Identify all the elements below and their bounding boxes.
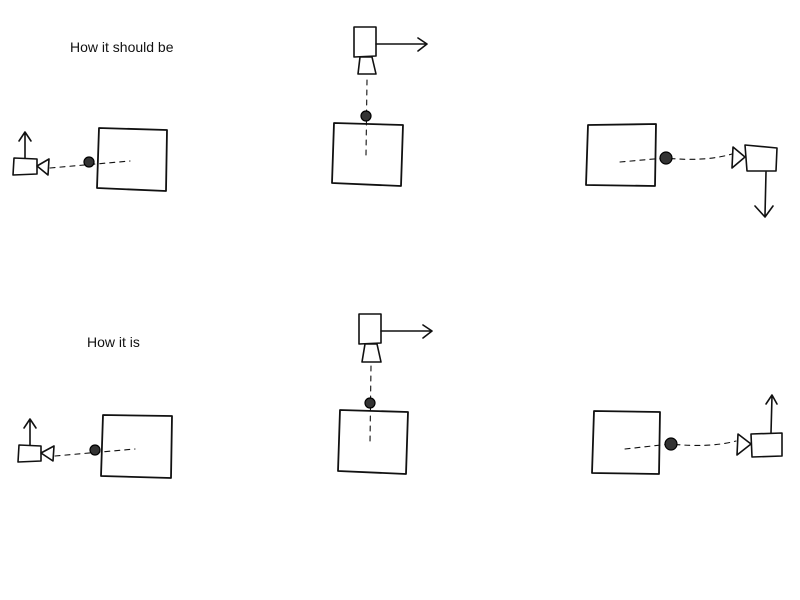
is-left-panel — [17, 414, 173, 479]
should-right-panel — [585, 123, 778, 218]
object-box — [591, 410, 661, 475]
camera-lens — [357, 56, 377, 75]
up-vector-arrow — [23, 418, 37, 446]
camera-body — [750, 432, 783, 458]
camera-body — [358, 313, 382, 345]
camera-lens — [736, 433, 752, 456]
up-vector-arrow — [754, 171, 774, 218]
camera-lens — [40, 445, 55, 462]
view-line — [369, 365, 372, 444]
view-line — [619, 153, 733, 163]
up-vector-arrow — [375, 37, 428, 52]
target-point — [659, 151, 673, 165]
camera-lens — [731, 146, 746, 169]
should-top-panel — [331, 26, 428, 187]
should-left-panel — [12, 127, 168, 192]
camera-body — [12, 157, 38, 176]
target-point — [664, 437, 678, 451]
up-vector-arrow — [380, 324, 433, 339]
camera-body — [744, 144, 778, 172]
camera-body — [353, 26, 377, 58]
up-vector-arrow — [765, 394, 778, 434]
view-line — [365, 79, 368, 156]
is-top-panel — [337, 313, 433, 475]
target-point — [83, 156, 95, 168]
object-box — [100, 414, 173, 479]
object-box — [585, 123, 657, 187]
up-vector-arrow — [18, 131, 32, 159]
target-point — [360, 110, 372, 122]
label-how-it-should-be: How it should be — [70, 39, 174, 55]
object-box — [337, 409, 409, 475]
object-box — [331, 122, 404, 187]
camera-body — [17, 444, 42, 463]
view-line — [624, 440, 737, 450]
object-box — [96, 127, 168, 192]
target-point — [364, 397, 376, 409]
label-how-it-is: How it is — [87, 334, 140, 350]
is-right-panel — [591, 394, 783, 475]
target-point — [89, 444, 101, 456]
camera-lens — [36, 158, 50, 176]
camera-lens — [361, 343, 382, 363]
